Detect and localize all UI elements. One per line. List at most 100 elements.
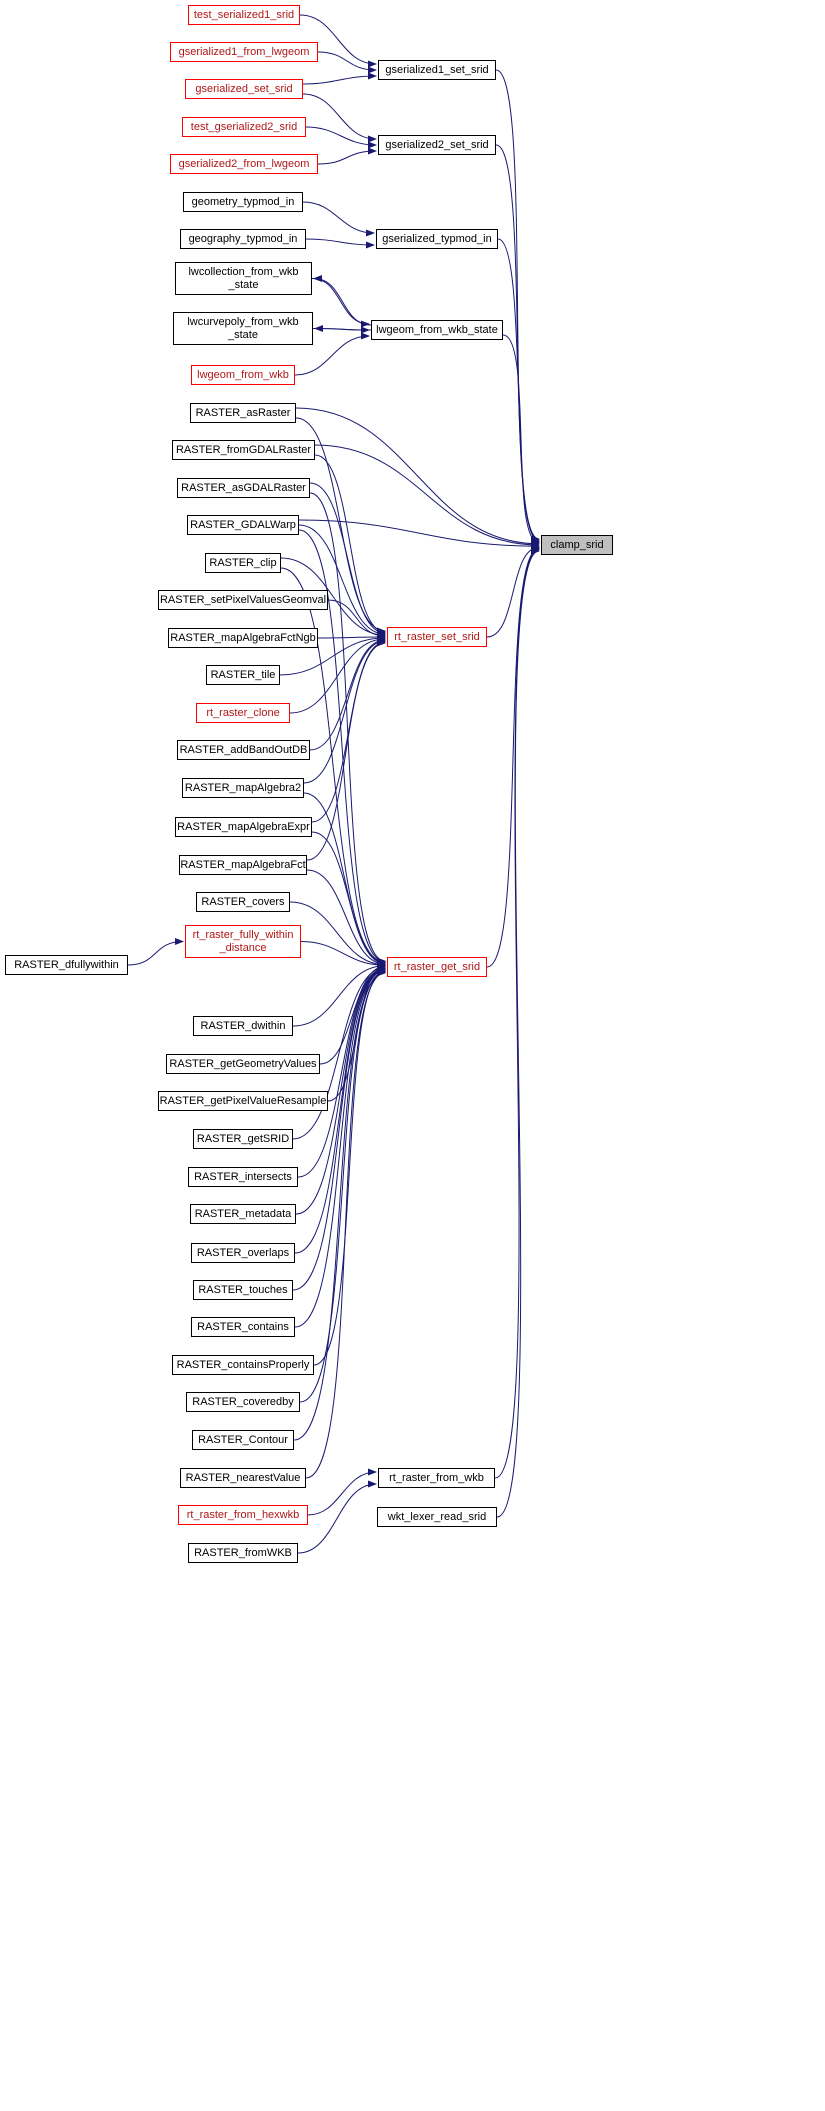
graph-node-RASTER_getGeometryValues[interactable]: RASTER_getGeometryValues xyxy=(166,1054,320,1074)
edge-lwgeom_from_wkb_state--clamp_srid xyxy=(502,334,540,547)
edge-RASTER_fromGDALRaster--clamp_srid xyxy=(314,444,540,549)
graph-node-RASTER_fromWKB[interactable]: RASTER_fromWKB xyxy=(188,1543,298,1563)
edge-RASTER_mapAlgebraFct--rt_raster_get_srid xyxy=(306,869,386,968)
edge-rt_raster_set_srid--clamp_srid xyxy=(486,543,540,638)
edge-RASTER_nearestValue--rt_raster_get_srid xyxy=(305,969,386,1479)
graph-node-RASTER_addBandOutDB[interactable]: RASTER_addBandOutDB xyxy=(177,740,310,760)
edge-RASTER_GDALWarp--rt_raster_set_srid xyxy=(298,524,386,638)
edge-RASTER_touches--rt_raster_get_srid xyxy=(292,966,386,1291)
edge-RASTER_setPixelValuesGeomval--rt_raster_set_srid xyxy=(327,599,386,640)
graph-node-rt_raster_set_srid[interactable]: rt_raster_set_srid xyxy=(387,627,487,647)
graph-node-gserialized_typmod_in[interactable]: gserialized_typmod_in xyxy=(376,229,498,249)
edge-wkt_lexer_read_srid--clamp_srid xyxy=(496,547,540,1518)
graph-node-RASTER_nearestValue[interactable]: RASTER_nearestValue xyxy=(180,1468,306,1488)
graph-node-RASTER_dfullywithin[interactable]: RASTER_dfullywithin xyxy=(5,955,128,975)
edge-RASTER_mapAlgebraExpr--rt_raster_get_srid xyxy=(311,831,386,967)
edge-lwgeom_from_wkb_state--lwcollection_from_wkb_state xyxy=(313,275,372,326)
edge-RASTER_mapAlgebraExpr--rt_raster_set_srid xyxy=(311,638,386,823)
edge-RASTER_asGDALRaster--rt_raster_set_srid xyxy=(309,482,386,637)
edge-test_serialized1_srid--gserialized1_set_srid xyxy=(299,14,377,68)
graph-node-gserialized2_from_lwgeom[interactable]: gserialized2_from_lwgeom xyxy=(170,154,318,174)
graph-node-gserialized_set_srid[interactable]: gserialized_set_srid xyxy=(185,79,303,99)
edge-gserialized_set_srid--gserialized2_set_srid xyxy=(302,93,377,143)
graph-node-RASTER_getSRID[interactable]: RASTER_getSRID xyxy=(193,1129,293,1149)
graph-node-gserialized1_set_srid[interactable]: gserialized1_set_srid xyxy=(378,60,496,80)
graph-node-RASTER_mapAlgebraFct[interactable]: RASTER_mapAlgebraFct xyxy=(179,855,307,875)
edge-gserialized_set_srid--gserialized1_set_srid xyxy=(302,72,377,85)
edge-rt_raster_fully_within_distance--rt_raster_get_srid xyxy=(300,941,386,969)
edge-RASTER_mapAlgebraFct--rt_raster_set_srid xyxy=(306,639,386,861)
graph-node-RASTER_fromGDALRaster[interactable]: RASTER_fromGDALRaster xyxy=(172,440,315,460)
edge-RASTER_tile--rt_raster_set_srid xyxy=(279,634,386,676)
edge-rt_raster_clone--rt_raster_set_srid xyxy=(289,635,386,714)
edge-rt_raster_get_srid--clamp_srid xyxy=(486,545,540,968)
graph-node-RASTER_overlaps[interactable]: RASTER_overlaps xyxy=(191,1243,295,1263)
graph-node-RASTER_intersects[interactable]: RASTER_intersects xyxy=(188,1167,298,1187)
edge-RASTER_dfullywithin--rt_raster_fully_within_distance xyxy=(127,938,184,966)
edge-RASTER_fromWKB--rt_raster_from_wkb xyxy=(297,1480,377,1554)
edge-RASTER_getSRID--rt_raster_get_srid xyxy=(292,964,386,1140)
graph-node-lwcurvepoly_from_wkb_state[interactable]: lwcurvepoly_from_wkb _state xyxy=(173,312,313,345)
graph-node-clamp_srid: clamp_srid xyxy=(541,535,613,555)
edge-gserialized1_from_lwgeom--gserialized1_set_srid xyxy=(317,51,377,74)
graph-node-RASTER_contains[interactable]: RASTER_contains xyxy=(191,1317,295,1337)
graph-node-rt_raster_get_srid[interactable]: rt_raster_get_srid xyxy=(387,957,487,977)
graph-node-geometry_typmod_in[interactable]: geometry_typmod_in xyxy=(183,192,303,212)
graph-node-gserialized2_set_srid[interactable]: gserialized2_set_srid xyxy=(378,135,496,155)
graph-node-RASTER_covers[interactable]: RASTER_covers xyxy=(196,892,290,912)
edge-RASTER_mapAlgebra2--rt_raster_set_srid xyxy=(303,637,386,784)
graph-node-test_serialized1_srid[interactable]: test_serialized1_srid xyxy=(188,5,300,25)
edge-geography_typmod_in--gserialized_typmod_in xyxy=(305,238,375,249)
edge-lwgeom_from_wkb_state--lwcurvepoly_from_wkb_state xyxy=(314,325,372,333)
graph-node-RASTER_dwithin[interactable]: RASTER_dwithin xyxy=(193,1016,293,1036)
graph-node-RASTER_metadata[interactable]: RASTER_metadata xyxy=(190,1204,296,1224)
graph-node-RASTER_asGDALRaster[interactable]: RASTER_asGDALRaster xyxy=(177,478,310,498)
edge-RASTER_covers--rt_raster_get_srid xyxy=(289,901,386,969)
graph-node-geography_typmod_in[interactable]: geography_typmod_in xyxy=(180,229,306,249)
edge-lwgeom_from_wkb--lwgeom_from_wkb_state xyxy=(294,332,370,376)
graph-node-RASTER_mapAlgebraExpr[interactable]: RASTER_mapAlgebraExpr xyxy=(175,817,312,837)
graph-node-lwgeom_from_wkb_state[interactable]: lwgeom_from_wkb_state xyxy=(371,320,503,340)
edge-test_gserialized2_srid--gserialized2_set_srid xyxy=(305,126,377,149)
graph-node-rt_raster_from_hexwkb[interactable]: rt_raster_from_hexwkb xyxy=(178,1505,308,1525)
graph-node-RASTER_coveredby[interactable]: RASTER_coveredby xyxy=(186,1392,300,1412)
edge-geometry_typmod_in--gserialized_typmod_in xyxy=(302,201,375,237)
edge-RASTER_contains--rt_raster_get_srid xyxy=(294,967,386,1328)
edge-RASTER_dwithin--rt_raster_get_srid xyxy=(292,962,386,1027)
graph-node-RASTER_setPixelValuesGeomval[interactable]: RASTER_setPixelValuesGeomval xyxy=(158,590,328,610)
edge-RASTER_fromGDALRaster--rt_raster_set_srid xyxy=(314,454,386,636)
edge-RASTER_metadata--rt_raster_get_srid xyxy=(295,965,386,1215)
graph-node-RASTER_tile[interactable]: RASTER_tile xyxy=(206,665,280,685)
edge-RASTER_asRaster--clamp_srid xyxy=(295,407,540,548)
edge-RASTER_addBandOutDB--rt_raster_set_srid xyxy=(309,636,386,751)
graph-node-lwgeom_from_wkb[interactable]: lwgeom_from_wkb xyxy=(191,365,295,385)
graph-node-RASTER_mapAlgebra2[interactable]: RASTER_mapAlgebra2 xyxy=(182,778,304,798)
graph-node-rt_raster_fully_within_distance[interactable]: rt_raster_fully_within _distance xyxy=(185,925,301,958)
graph-node-lwcollection_from_wkb_state[interactable]: lwcollection_from_wkb _state xyxy=(175,262,312,295)
graph-node-test_gserialized2_srid[interactable]: test_gserialized2_srid xyxy=(182,117,306,137)
edge-RASTER_clip--rt_raster_get_srid xyxy=(280,567,386,966)
edge-RASTER_GDALWarp--rt_raster_get_srid xyxy=(298,529,386,966)
graph-node-wkt_lexer_read_srid[interactable]: wkt_lexer_read_srid xyxy=(377,1507,497,1527)
graph-node-RASTER_containsProperly[interactable]: RASTER_containsProperly xyxy=(172,1355,314,1375)
edge-RASTER_Contour--rt_raster_get_srid xyxy=(293,968,386,1441)
edge-RASTER_GDALWarp--clamp_srid xyxy=(298,519,540,550)
edge-RASTER_intersects--rt_raster_get_srid xyxy=(297,964,386,1178)
edge-RASTER_coveredby--rt_raster_get_srid xyxy=(299,968,386,1403)
graph-node-RASTER_asRaster[interactable]: RASTER_asRaster xyxy=(190,403,296,423)
graph-node-RASTER_getPixelValueResample[interactable]: RASTER_getPixelValueResample xyxy=(158,1091,328,1111)
graph-node-rt_raster_from_wkb[interactable]: rt_raster_from_wkb xyxy=(378,1468,495,1488)
edge-gserialized2_from_lwgeom--gserialized2_set_srid xyxy=(317,147,377,165)
graph-node-rt_raster_clone[interactable]: rt_raster_clone xyxy=(196,703,290,723)
graph-node-RASTER_touches[interactable]: RASTER_touches xyxy=(193,1280,293,1300)
graph-node-RASTER_Contour[interactable]: RASTER_Contour xyxy=(192,1430,294,1450)
edge-RASTER_asRaster--rt_raster_set_srid xyxy=(295,417,386,635)
graph-node-RASTER_clip[interactable]: RASTER_clip xyxy=(205,553,281,573)
graph-node-RASTER_mapAlgebraFctNgb[interactable]: RASTER_mapAlgebraFctNgb xyxy=(168,628,318,648)
graph-node-gserialized1_from_lwgeom[interactable]: gserialized1_from_lwgeom xyxy=(170,42,318,62)
edge-RASTER_asGDALRaster--rt_raster_get_srid xyxy=(309,492,386,965)
graph-node-RASTER_GDALWarp[interactable]: RASTER_GDALWarp xyxy=(187,515,299,535)
